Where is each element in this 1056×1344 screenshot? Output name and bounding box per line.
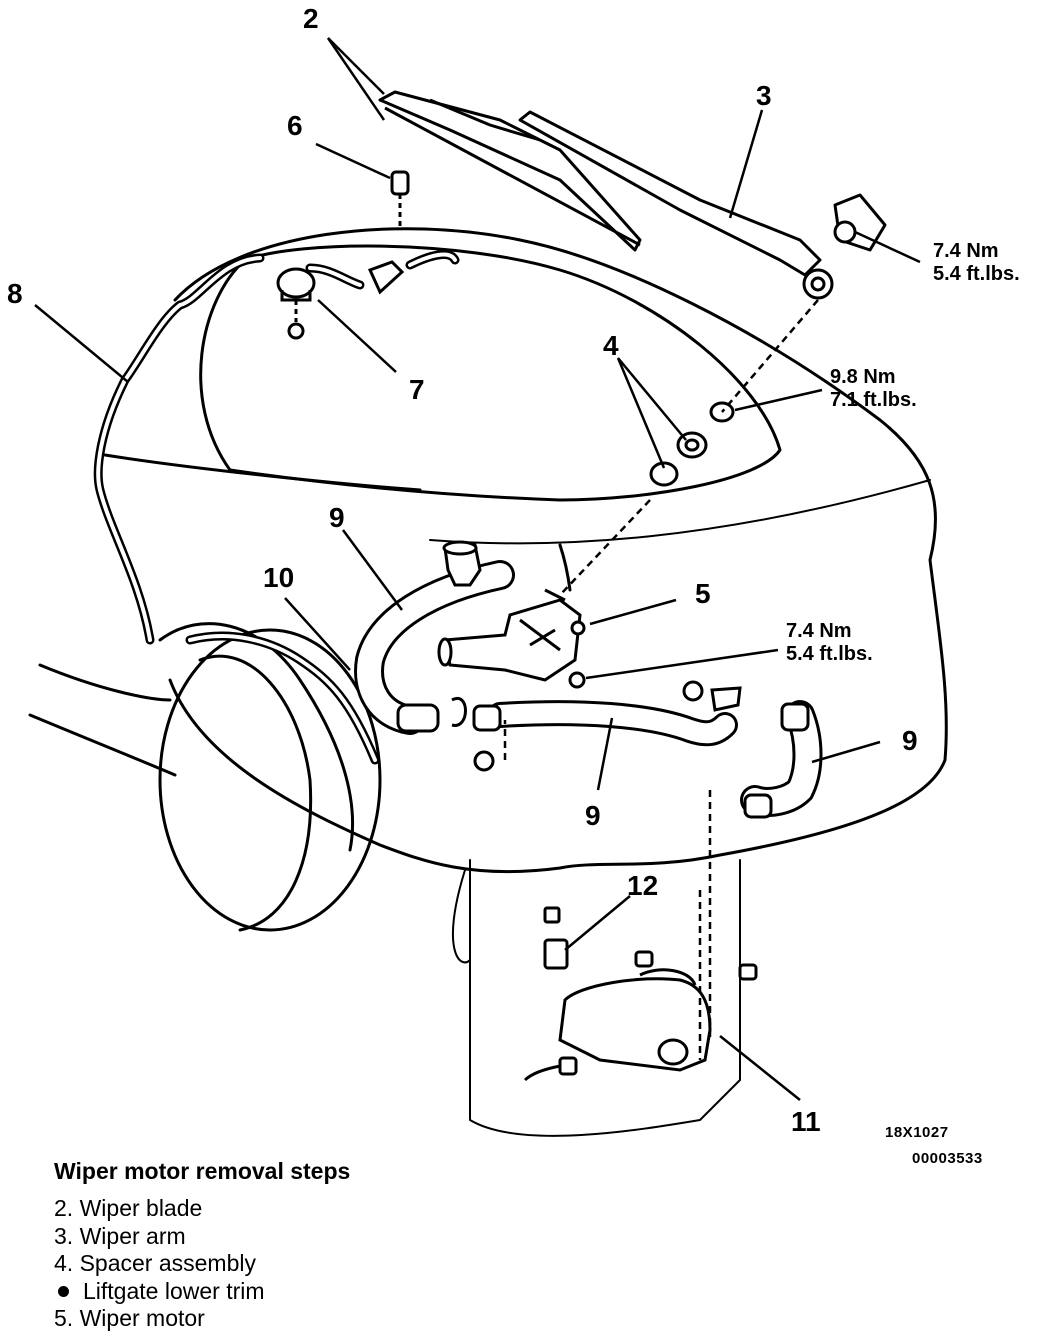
step-item: 3. Wiper arm (54, 1223, 654, 1251)
rear-glass (199, 244, 782, 502)
step-marker: 5. (54, 1305, 74, 1331)
torque-motor-bolt-ftlbs: 5.4 ft.lbs. (786, 643, 873, 665)
leader-torque-1 (854, 230, 921, 264)
torque-spacer-nut-ftlbs: 7.1 ft.lbs. (830, 389, 917, 411)
callout-8: 8 (7, 278, 23, 309)
hose-8 (93, 253, 265, 645)
callout-12: 12 (627, 870, 659, 901)
bullet-icon (58, 1285, 69, 1297)
step-marker: 2. (54, 1195, 74, 1221)
step-marker: 4. (54, 1250, 74, 1276)
callout-9-lower: 9 (585, 800, 601, 831)
leader-9b (596, 717, 614, 791)
wiper-blade (378, 90, 642, 252)
leader-7 (317, 299, 397, 373)
leader-4a (616, 357, 666, 469)
leader-9a (341, 529, 404, 611)
torque-spacer-nut-nm: 9.8 Nm (830, 366, 896, 388)
leader-3 (728, 109, 764, 219)
callout-11: 11 (791, 1106, 821, 1137)
leader-2b (326, 37, 386, 121)
step-text: Wiper arm (79, 1222, 186, 1249)
callout-6: 6 (287, 110, 303, 141)
wiper-arm (518, 110, 822, 277)
torque-spacer-nut: 9.8 Nm 7.1 ft.lbs. (830, 366, 917, 412)
callout-9-upper: 9 (329, 502, 345, 533)
callout-7: 7 (409, 374, 425, 405)
torque-motor-bolt-nm: 7.4 Nm (786, 620, 852, 642)
step-item: 5. Wiper motor (54, 1305, 654, 1333)
step-item: Liftgate lower trim (54, 1278, 654, 1306)
step-text: Liftgate lower trim (83, 1277, 265, 1304)
torque-motor-bolt: 7.4 Nm 5.4 ft.lbs. (786, 620, 873, 666)
nozzle-6 (390, 170, 410, 196)
leader-torque-2 (734, 388, 823, 412)
leader-2a (327, 37, 385, 95)
figure-code-1: 18X1027 (885, 1124, 949, 1141)
arm-pivot (802, 268, 834, 300)
callout-4: 4 (603, 330, 619, 361)
step-item: 2. Wiper blade (54, 1195, 654, 1223)
leader-6 (315, 142, 391, 180)
leader-4b (617, 357, 687, 441)
step-text: Wiper motor (79, 1305, 205, 1331)
step-text: Spacer assembly (79, 1250, 256, 1276)
removal-steps: Wiper motor removal steps 2. Wiper blade… (54, 1158, 654, 1333)
callout-3: 3 (756, 80, 772, 111)
leader-11 (719, 1035, 801, 1101)
leader-10 (284, 597, 351, 671)
callout-2: 2 (303, 3, 319, 34)
wheel (158, 628, 382, 932)
leader-torque-3 (585, 648, 779, 680)
leader-9c (811, 740, 881, 764)
washer-pump (543, 938, 569, 970)
step-text: Wiper blade (79, 1195, 203, 1221)
leader-8 (34, 304, 129, 383)
steps-list: 2. Wiper blade 3. Wiper arm 4. Spacer as… (54, 1195, 654, 1333)
torque-arm-nut-ftlbs: 5.4 ft.lbs. (933, 263, 1020, 285)
callout-5: 5 (695, 578, 711, 609)
leader-5 (589, 598, 677, 626)
figure-code-2: 00003533 (912, 1150, 983, 1167)
wiper-motor (443, 598, 582, 682)
step-marker: 3. (54, 1222, 74, 1249)
callout-10: 10 (263, 562, 295, 593)
liftgate-outline (168, 227, 948, 874)
exploded-view-diagram (28, 37, 948, 1137)
fender (28, 663, 177, 777)
torque-arm-nut: 7.4 Nm 5.4 ft.lbs. (933, 240, 1020, 286)
step-item: 4. Spacer assembly (54, 1250, 654, 1278)
reservoir-panel (469, 859, 741, 1137)
arm-nut (833, 220, 857, 244)
steps-title: Wiper motor removal steps (54, 1158, 351, 1184)
spacer-lower (649, 461, 679, 487)
leader-12 (564, 895, 631, 951)
torque-arm-nut-nm: 7.4 Nm (933, 240, 999, 262)
check-valve-7 (276, 267, 316, 299)
callout-9-right: 9 (902, 725, 918, 756)
